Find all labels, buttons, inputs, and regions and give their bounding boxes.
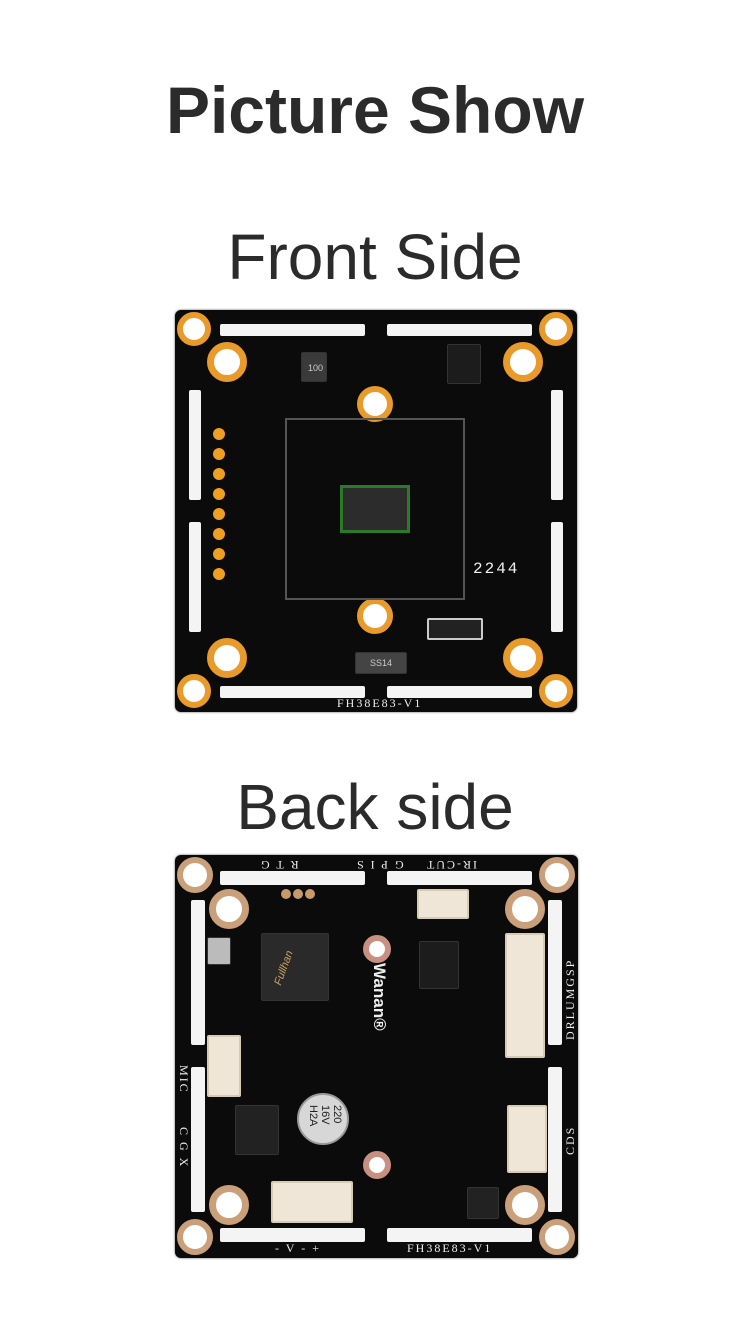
front-inductor-label: 100: [308, 363, 324, 373]
brand-logo: Wanan®: [370, 963, 389, 1031]
label-ir-cut: IR-CUT: [425, 858, 477, 872]
soc-chip-brand: Fullhan: [272, 948, 296, 988]
page-heading: Picture Show: [165, 73, 585, 147]
front-model-label: FH38E83-V1: [337, 696, 423, 710]
front-diode-label: SS14: [370, 658, 393, 668]
label-gpis: G P I S: [355, 858, 404, 872]
back-model-label: FH38E83-V1: [407, 1241, 493, 1255]
back-side-heading: Back side: [236, 771, 514, 843]
label-drlumgsp: DRLUMGSP: [563, 958, 577, 1040]
front-date-code: 2244: [473, 560, 520, 578]
back-pcb-image: Fullhan 220 16V H2A R T G G P I S IR-CUT…: [175, 855, 578, 1258]
label-power: - V - +: [275, 1241, 321, 1255]
capacitor-label: 220 16V H2A: [307, 1105, 343, 1127]
label-mic: MIC: [177, 1065, 191, 1094]
front-pcb-image: 100 SS14 2244 FH38E83-V1: [175, 310, 577, 712]
label-cds: CDS: [563, 1125, 577, 1155]
label-cgx: C G X: [177, 1127, 191, 1169]
label-rtg: R T G: [259, 858, 299, 872]
front-side-heading: Front Side: [227, 221, 523, 293]
